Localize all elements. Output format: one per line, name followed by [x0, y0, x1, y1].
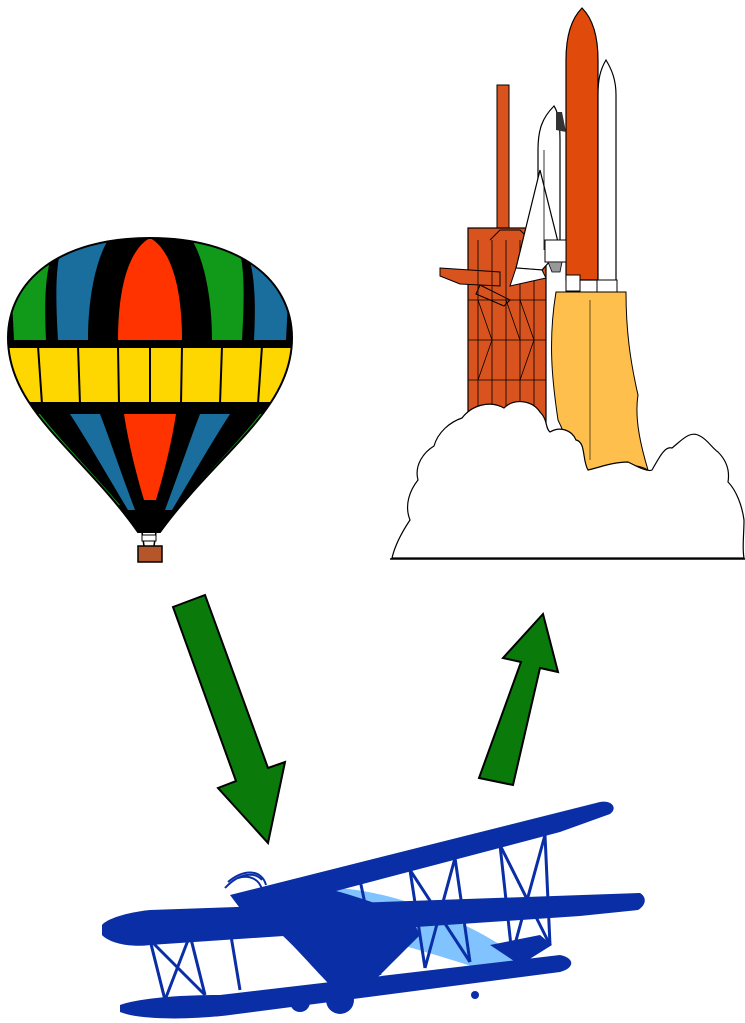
- solid-rocket-booster: [598, 60, 616, 285]
- space-shuttle-icon: [390, 8, 745, 559]
- propeller-hub: [260, 890, 280, 910]
- orbiter: [510, 106, 566, 286]
- arrow-down-icon: [173, 595, 285, 843]
- balloon-basket: [138, 532, 162, 562]
- biplane-icon: [102, 802, 645, 1019]
- biplane-tail-wheel: [471, 991, 479, 999]
- hot-air-balloon-icon: [0, 230, 300, 562]
- external-tank: [566, 8, 598, 280]
- biplane-wheel: [290, 992, 310, 1012]
- biplane-wheel: [326, 986, 354, 1014]
- arrow-up-icon: [479, 614, 558, 785]
- propeller: [225, 873, 266, 890]
